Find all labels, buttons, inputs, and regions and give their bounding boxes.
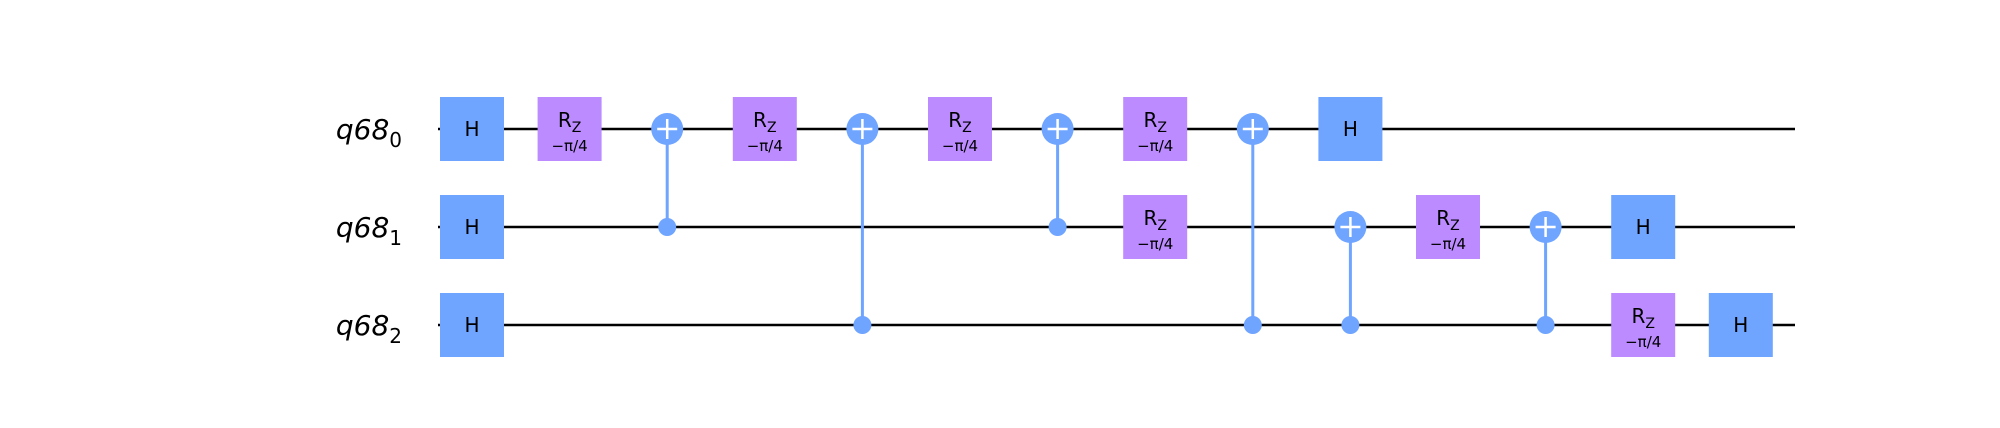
h-gate: H — [440, 293, 504, 357]
rz-gate: RZ−π/4 — [1123, 195, 1188, 259]
rz-gate-param: −π/4 — [942, 137, 978, 155]
h-gate-label: H — [1733, 313, 1748, 337]
rz-gate-label: RZ — [558, 108, 582, 136]
h-gate-box — [440, 97, 504, 161]
h-gate-label: H — [464, 117, 479, 141]
rz-gate-label: RZ — [948, 108, 972, 136]
rz-gate-box — [1416, 195, 1480, 259]
h-gate: H — [1611, 195, 1676, 259]
rz-gate-param: −π/4 — [747, 137, 783, 155]
cnot-gate — [1041, 113, 1074, 236]
rz-gate-subscript: Z — [767, 120, 777, 136]
qubit-index: 0 — [389, 128, 402, 152]
h-gate: H — [1708, 293, 1773, 357]
qubit-name: q68 — [336, 211, 389, 244]
rz-gate-label: RZ — [1143, 206, 1167, 234]
rz-gate-box — [928, 97, 992, 161]
h-gate: H — [1318, 97, 1383, 161]
rz-gate-param: −π/4 — [1137, 137, 1173, 155]
rz-gate-name: R — [948, 108, 962, 132]
rz-gate-label: RZ — [753, 108, 777, 136]
qubit-index: 2 — [389, 324, 402, 348]
rz-gate-name: R — [1631, 304, 1645, 328]
h-gate-box — [1611, 195, 1676, 259]
rz-gate: RZ−π/4 — [1416, 195, 1480, 259]
rz-gate-subscript: Z — [1450, 218, 1460, 234]
rz-gate-box — [1123, 97, 1188, 161]
cnot-gate — [1334, 211, 1367, 334]
rz-gate-subscript: Z — [1645, 316, 1655, 332]
rz-gate-subscript: Z — [1157, 120, 1167, 136]
h-gate-label: H — [464, 313, 479, 337]
rz-gate-box — [537, 97, 602, 161]
h-gate: H — [440, 97, 504, 161]
rz-gate-name: R — [1436, 206, 1450, 230]
h-gate-box — [1708, 293, 1773, 357]
rz-gate-param: −π/4 — [1430, 235, 1466, 253]
cnot-control-dot — [1341, 316, 1360, 334]
rz-gate-subscript: Z — [962, 120, 972, 136]
h-gate-label: H — [1343, 117, 1358, 141]
cnot-control-dot — [658, 218, 677, 236]
rz-gate-name: R — [1143, 108, 1157, 132]
rz-gate-subscript: Z — [572, 120, 582, 136]
qubit-label: q680 — [336, 113, 402, 152]
h-gate: H — [440, 195, 504, 259]
rz-gate-param: −π/4 — [551, 137, 587, 155]
h-gate-box — [1318, 97, 1383, 161]
cnot-gate — [1529, 211, 1562, 334]
qubit-wires — [438, 127, 1795, 327]
rz-gate-param: −π/4 — [1137, 235, 1173, 253]
rz-gate-box — [1611, 293, 1676, 357]
rz-gate-label: RZ — [1436, 206, 1460, 234]
rz-gate-label: RZ — [1143, 108, 1167, 136]
h-gate-label: H — [1636, 215, 1651, 239]
qubit-name: q68 — [336, 113, 389, 146]
h-gate-box — [440, 195, 504, 259]
rz-gate: RZ−π/4 — [928, 97, 992, 161]
qubit-label: q682 — [336, 309, 402, 348]
rz-gate-subscript: Z — [1157, 218, 1167, 234]
qubit-label: q681 — [336, 211, 402, 250]
rz-gate: RZ−π/4 — [1611, 293, 1676, 357]
qubit-name: q68 — [336, 309, 389, 342]
rz-gate-param: −π/4 — [1625, 333, 1661, 351]
rz-gate-name: R — [1143, 206, 1157, 230]
rz-gate-name: R — [753, 108, 767, 132]
rz-gate-box — [1123, 195, 1188, 259]
rz-gate-name: R — [558, 108, 572, 132]
cnot-gate — [846, 113, 879, 334]
cnot-gate — [1236, 113, 1269, 334]
h-gate-box — [440, 293, 504, 357]
rz-gate-box — [732, 97, 797, 161]
cnot-gate — [651, 113, 684, 236]
h-gate-label: H — [464, 215, 479, 239]
rz-gate: RZ−π/4 — [1123, 97, 1188, 161]
gates: HHHRZ−π/4RZ−π/4RZ−π/4RZ−π/4RZ−π/4HRZ−π/4… — [440, 97, 1773, 357]
cnot-control-dot — [853, 316, 872, 334]
cnot-control-dot — [1243, 316, 1262, 334]
qubit-index: 1 — [389, 226, 402, 250]
rz-gate: RZ−π/4 — [537, 97, 602, 161]
rz-gate-label: RZ — [1631, 304, 1655, 332]
cnot-control-dot — [1048, 218, 1067, 236]
cnot-control-dot — [1536, 316, 1555, 334]
rz-gate: RZ−π/4 — [732, 97, 797, 161]
